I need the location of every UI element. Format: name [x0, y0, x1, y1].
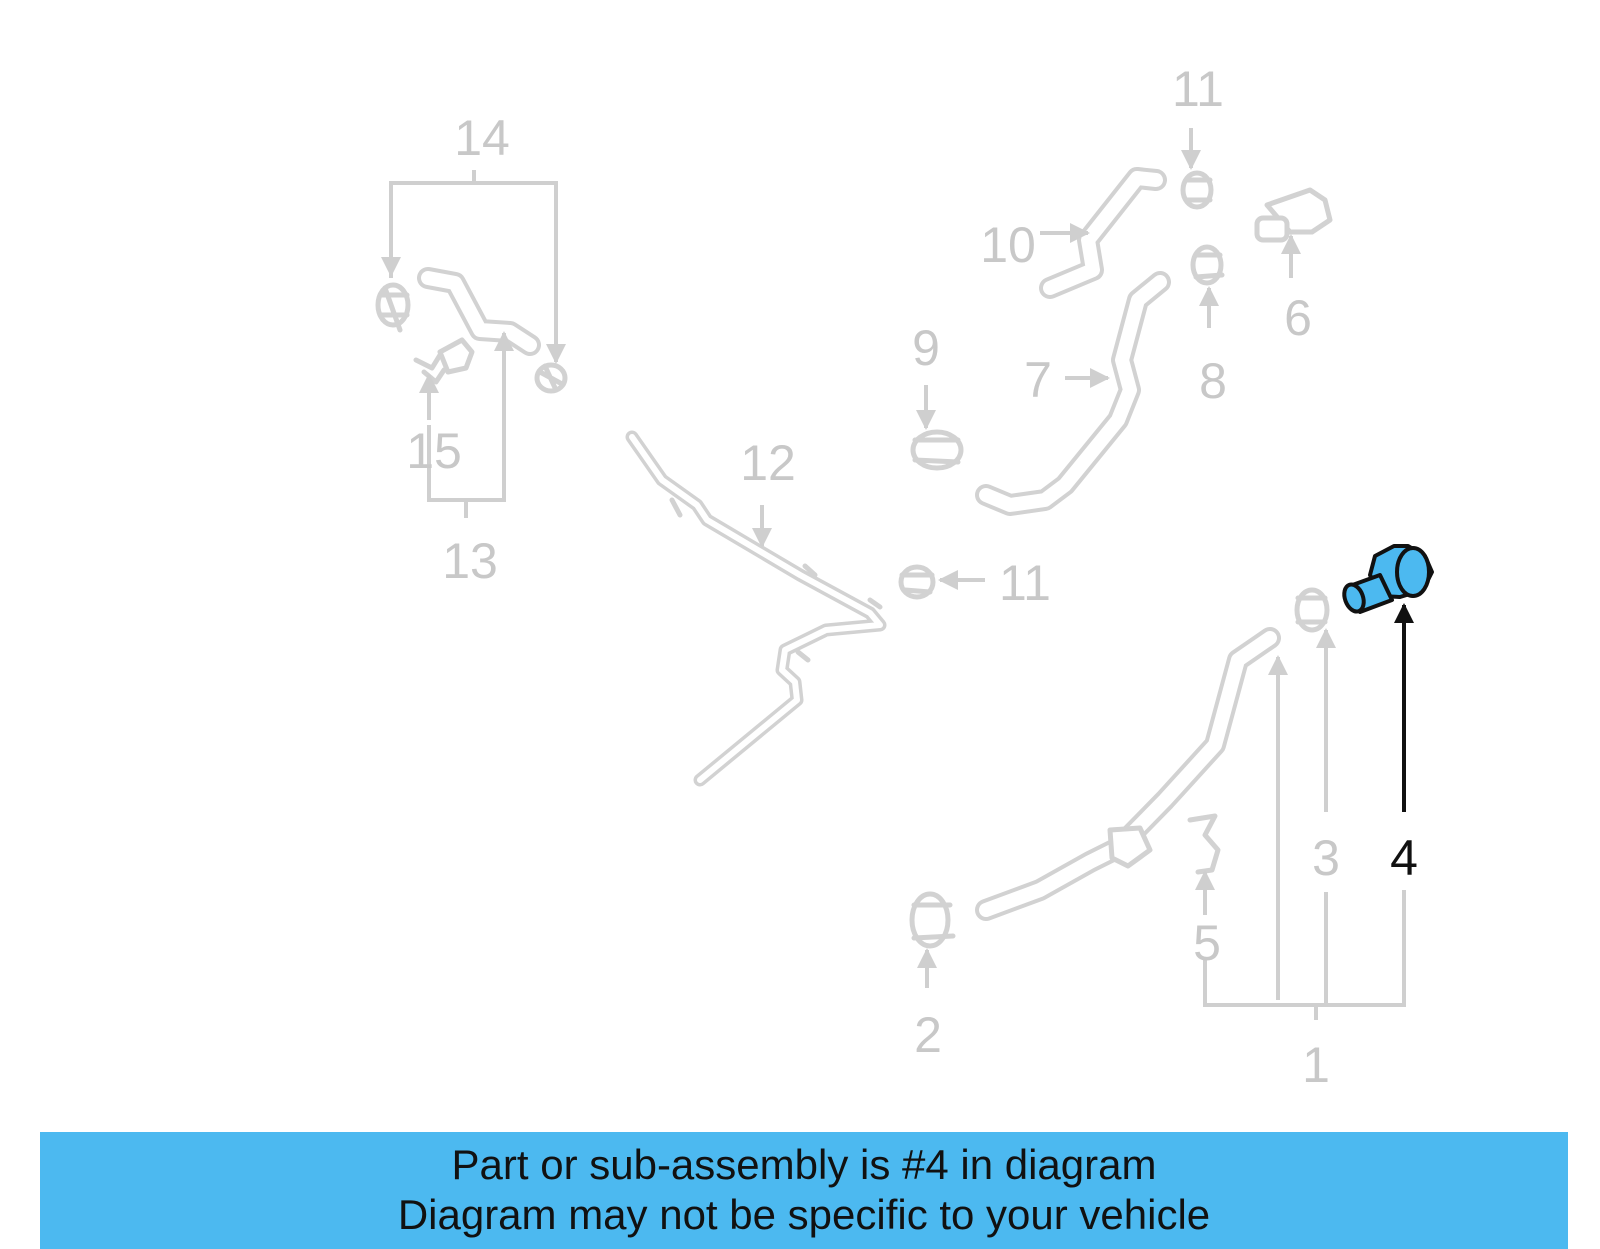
- group-bracket-1: [1203, 890, 1406, 1020]
- callout-9: 9: [912, 320, 940, 376]
- callout-11-middle: 11: [999, 555, 1051, 611]
- callout-6: 6: [1284, 290, 1312, 346]
- callout-13: 13: [442, 533, 498, 589]
- hose-clamp-11-top: [1180, 128, 1214, 210]
- callout-1: 1: [1302, 1037, 1330, 1093]
- callout-3: 3: [1312, 830, 1340, 886]
- bracket-5: [1187, 813, 1221, 915]
- hose-clamp-14-left: [375, 282, 411, 333]
- hose-clamp-9: [910, 385, 964, 471]
- fitting-6: [1254, 187, 1333, 278]
- caption-line-2: Diagram may not be specific to your vehi…: [397, 1191, 1211, 1238]
- pipe-12: [625, 430, 887, 787]
- fitting-15: [413, 337, 475, 385]
- callout-10: 10: [980, 217, 1036, 273]
- caption-bar: Part or sub-assembly is #4 in diagram Di…: [40, 1132, 1568, 1249]
- callout-4[interactable]: 4: [1390, 830, 1418, 886]
- callout-7: 7: [1024, 352, 1052, 408]
- callout-11-top: 11: [1172, 61, 1224, 117]
- hose-assembly-13: [375, 170, 568, 518]
- callout-14: 14: [454, 110, 510, 166]
- caption-line-1: Part or sub-assembly is #4 in diagram: [451, 1141, 1157, 1188]
- hose-clamp-2: [909, 891, 956, 988]
- callout-12: 12: [740, 435, 796, 491]
- connector-4-highlighted[interactable]: [1341, 544, 1434, 812]
- hose-10: [1039, 167, 1167, 299]
- hose-clamp-14-right: [534, 362, 568, 394]
- hose-clamp-11-middle: [898, 564, 985, 600]
- hose-clamp-8: [1190, 244, 1225, 328]
- hose-3: [975, 627, 1288, 1000]
- callout-8: 8: [1199, 353, 1227, 409]
- hose-7: [975, 271, 1171, 516]
- callout-5: 5: [1193, 915, 1221, 971]
- hose-clamp-3: [1294, 587, 1336, 812]
- callout-15: 15: [406, 423, 462, 479]
- callout-2: 2: [914, 1007, 942, 1063]
